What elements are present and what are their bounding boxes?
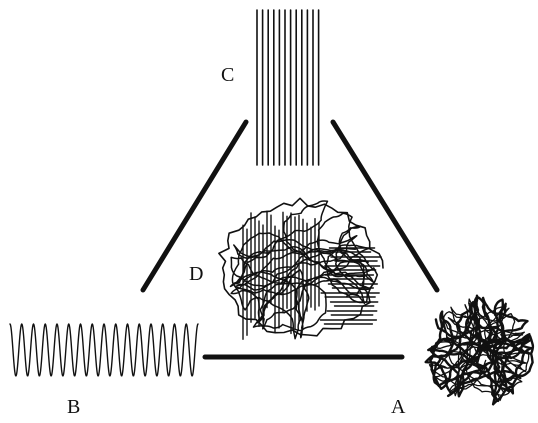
label-b: B xyxy=(67,396,80,418)
semicrystalline-domain xyxy=(219,198,383,339)
lamella xyxy=(251,213,255,322)
boundary-coil xyxy=(234,226,370,337)
folded-chain xyxy=(10,324,198,376)
random-coil-domain xyxy=(426,296,533,405)
label-a: A xyxy=(391,396,406,418)
edge-c-to-a xyxy=(333,122,437,290)
lamella xyxy=(320,320,376,324)
lamella xyxy=(327,311,376,315)
label-d: D xyxy=(189,263,203,285)
aligned-straight-chains xyxy=(257,10,319,165)
lamella xyxy=(267,211,271,307)
label-c: C xyxy=(221,64,234,86)
